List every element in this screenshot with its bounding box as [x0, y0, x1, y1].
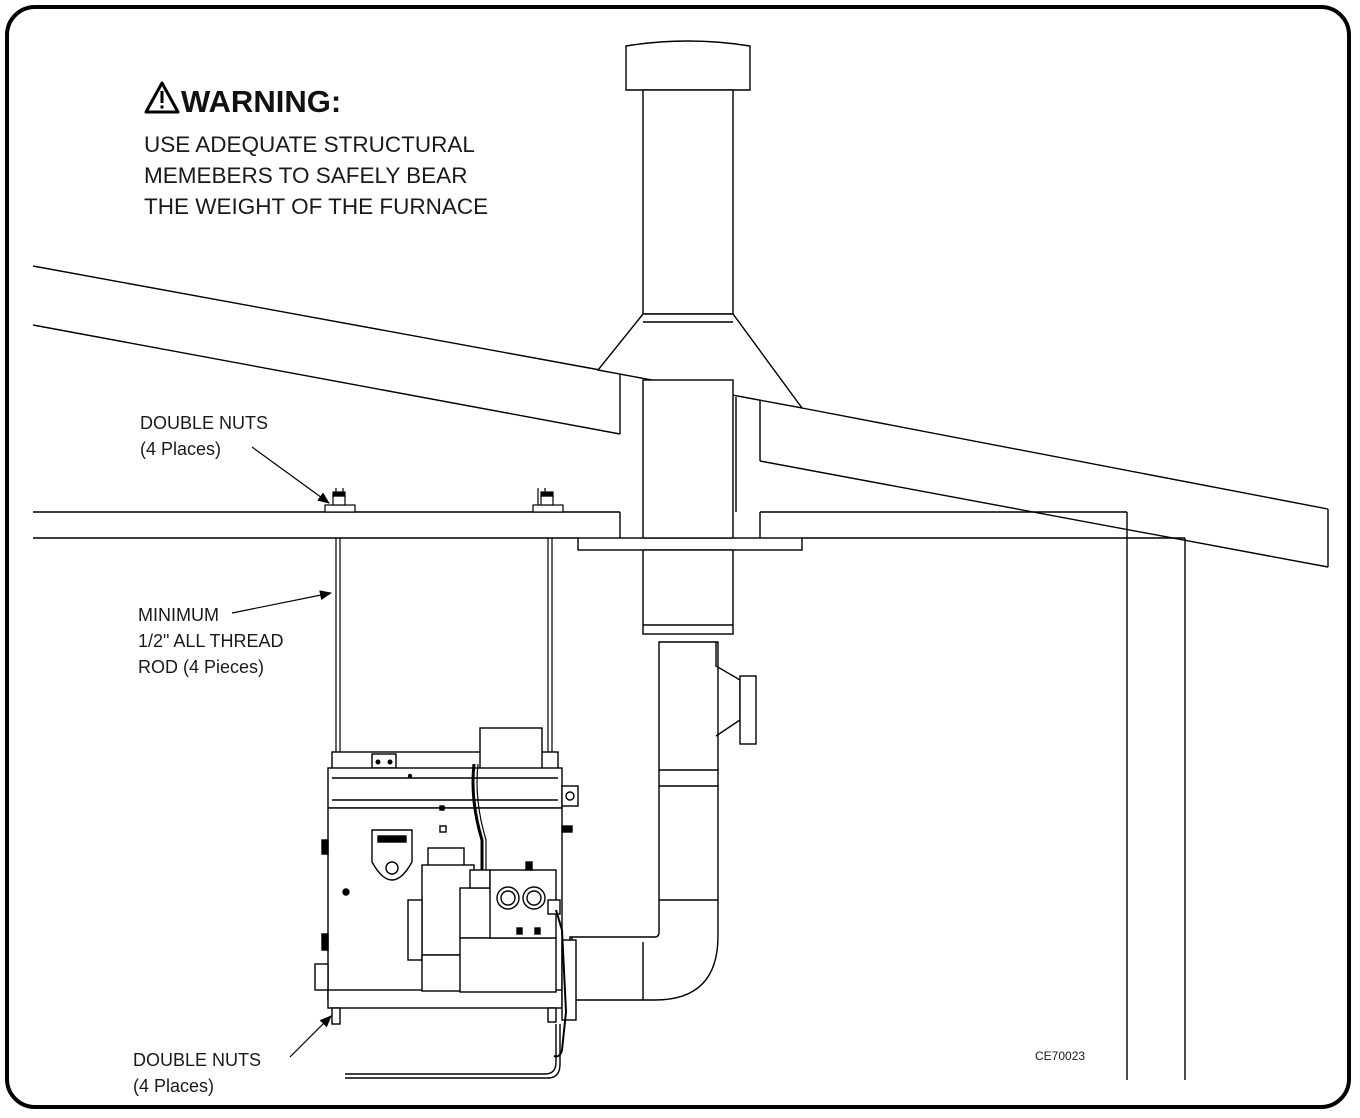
- furnace-bottom-rail: [327, 989, 563, 1009]
- vent-pipe-lower: [642, 549, 734, 635]
- arrow-double-nuts-top: [251, 446, 330, 504]
- vent-pipe-through-roof: [642, 379, 734, 539]
- label-thread-rod: MINIMUM 1/2" ALL THREAD ROD (4 Pieces): [138, 605, 283, 677]
- roof-bottom-edge-right: [759, 460, 1329, 568]
- furnace-top-panel: [327, 767, 563, 809]
- label-double-nuts-bottom: DOUBLE NUTS (4 Places): [133, 1050, 261, 1096]
- diagram-frame: [5, 5, 1351, 1109]
- warning-line-3: THE WEIGHT OF THE FURNACE: [144, 194, 488, 219]
- control-box: [479, 727, 543, 775]
- leader-arrows: [231, 446, 332, 1058]
- tee-outlet: [739, 675, 757, 745]
- ceiling-flange-plate: [577, 537, 803, 551]
- vent-tee-and-elbow: [569, 641, 757, 1001]
- warning-line-1: USE ADEQUATE STRUCTURAL: [144, 132, 475, 157]
- furnace-unit: [314, 727, 579, 1058]
- side-knob-upper: [321, 839, 329, 855]
- roof-top-edge-right: [801, 407, 1329, 510]
- vent-pipe-upper: [642, 89, 734, 315]
- vent-elbow: [569, 641, 719, 1001]
- roof-flashing-cone: [596, 313, 804, 410]
- roof-bottom-edge-left: [32, 324, 621, 435]
- label-text: MINIMUM: [138, 605, 219, 625]
- roof-top-edge-left: [32, 265, 601, 371]
- threaded-rods: [335, 488, 553, 760]
- vent-cap: [625, 40, 751, 91]
- burner-base: [459, 937, 557, 993]
- fuel-supply-line: [345, 1024, 557, 1075]
- vent-stack: [596, 40, 804, 635]
- label-text: (4 Places): [140, 439, 221, 459]
- warning-title: WARNING:: [181, 84, 341, 119]
- label-text: 1/2" ALL THREAD: [138, 631, 283, 651]
- double-nuts-top: [324, 491, 564, 513]
- warning-line-2: MEMEBERS TO SAFELY BEAR: [144, 163, 467, 188]
- label-text: (4 Places): [133, 1076, 214, 1096]
- label-text: ROD (4 Pieces): [138, 657, 264, 677]
- side-knob-lower: [321, 933, 329, 951]
- roof-structure: [32, 265, 1329, 568]
- warning-block: WARNING: USE ADEQUATE STRUCTURAL MEMEBER…: [144, 81, 488, 219]
- label-text: DOUBLE NUTS: [133, 1050, 261, 1070]
- arrow-double-nuts-bottom: [289, 1015, 332, 1058]
- label-text: DOUBLE NUTS: [140, 413, 268, 433]
- arrow-thread-rod: [231, 590, 332, 614]
- drawing-code: CE70023: [1035, 1049, 1085, 1063]
- label-double-nuts-top: DOUBLE NUTS (4 Places): [140, 413, 268, 459]
- warning-triangle-icon: [144, 81, 180, 114]
